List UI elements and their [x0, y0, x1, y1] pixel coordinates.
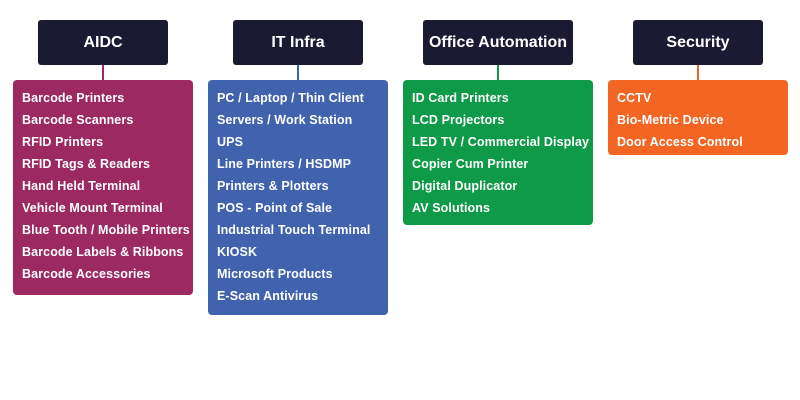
list-item: RFID Tags & Readers	[22, 157, 151, 171]
header-aidc: AIDC	[38, 20, 168, 65]
list-item: Barcode Labels & Ribbons	[22, 245, 184, 259]
list-item: Line Printers / HSDMP	[217, 157, 352, 171]
list-item: KIOSK	[217, 245, 258, 259]
list-item: Vehicle Mount Terminal	[22, 201, 163, 215]
header-security: Security	[633, 20, 763, 65]
list-item: RFID Printers	[22, 135, 104, 149]
header-it-infra-label: IT Infra	[271, 33, 325, 51]
list-item: Barcode Scanners	[22, 113, 134, 127]
list-item: CCTV	[617, 91, 652, 105]
connector-office-automation	[497, 65, 499, 80]
list-item: POS - Point of Sale	[217, 201, 333, 215]
header-security-label: Security	[666, 33, 730, 51]
list-item: AV Solutions	[412, 201, 491, 215]
list-item: UPS	[217, 135, 244, 149]
list-item: Blue Tooth / Mobile Printers	[22, 223, 190, 237]
list-item: PC / Laptop / Thin Client	[217, 91, 364, 105]
list-item: Industrial Touch Terminal	[217, 223, 371, 237]
list-item: E-Scan Antivirus	[217, 289, 319, 303]
list-item: Barcode Printers	[22, 91, 125, 105]
connector-it-infra	[297, 65, 299, 80]
list-item: Servers / Work Station	[217, 113, 353, 127]
list-item: Digital Duplicator	[412, 179, 518, 193]
list-item: Microsoft Products	[217, 267, 333, 281]
list-item: Door Access Control	[617, 135, 743, 149]
header-office-automation: Office Automation	[423, 20, 573, 65]
list-item: Copier Cum Printer	[412, 157, 529, 171]
list-item: Bio-Metric Device	[617, 113, 724, 127]
list-item: ID Card Printers	[412, 91, 509, 105]
list-item: LED TV / Commercial Display	[412, 135, 590, 149]
list-item: LCD Projectors	[412, 113, 505, 127]
header-aidc-label: AIDC	[83, 33, 123, 51]
header-office-automation-label: Office Automation	[428, 33, 568, 51]
connector-aidc	[102, 65, 104, 80]
connector-security	[697, 65, 699, 80]
header-it-infra: IT Infra	[233, 20, 363, 65]
list-item: Hand Held Terminal	[22, 179, 141, 193]
list-item: Printers & Plotters	[217, 179, 329, 193]
list-item: Barcode Accessories	[22, 267, 151, 281]
